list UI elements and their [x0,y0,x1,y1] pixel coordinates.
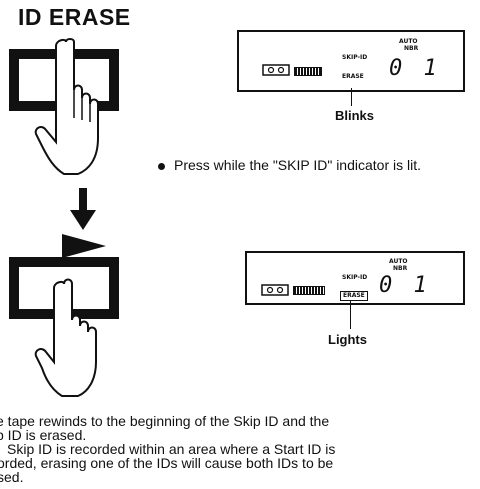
cassette-icon [261,284,289,296]
erase-button-release-illustration [9,257,119,397]
skip-id-indicator: SKIP-ID [342,54,368,61]
body-line-2: p ID is erased. [0,427,87,443]
page-title: ID ERASE [18,4,131,30]
blinks-caption: Blinks [335,108,375,123]
erase-indicator-blinking: ERASE [342,73,364,80]
instruction-text: Press while the "SKIP ID" indicator is l… [174,157,421,173]
display-panel-bottom: SKIP-ID ERASE AUTO NBR 0 1 [245,251,465,305]
skip-id-indicator: SKIP-ID [342,274,368,281]
erase-indicator-lit: ERASE [340,291,368,301]
counter-display: 0 1 [389,56,441,81]
callout-line [351,88,352,106]
body-line-1: e tape rewinds to the beginning of the S… [0,413,330,429]
counter-display: 0 1 [379,273,431,298]
body-line-4: orded, erasing one of the IDs will cause… [0,455,334,471]
cassette-icon [262,64,290,76]
lights-caption: Lights [328,332,367,347]
auto-label: AUTO [399,38,418,45]
auto-label: AUTO [389,258,408,265]
down-arrow-icon [70,188,96,230]
display-panel-top: SKIP-ID ERASE AUTO NBR 0 1 [237,30,465,92]
bullet-dot [158,163,165,170]
erase-button-press-illustration [9,38,119,175]
body-line-3: Skip ID is recorded within an area where… [7,441,336,457]
tape-indicator [293,286,325,295]
play-icon [62,234,106,258]
nbr-label: NBR [404,45,419,52]
callout-line [350,301,351,329]
pressing-hand-icon [34,278,97,397]
body-line-5: sed. [0,469,24,485]
nbr-label: NBR [393,265,408,272]
tape-indicator [294,67,322,76]
pressing-hand-icon [34,38,99,175]
